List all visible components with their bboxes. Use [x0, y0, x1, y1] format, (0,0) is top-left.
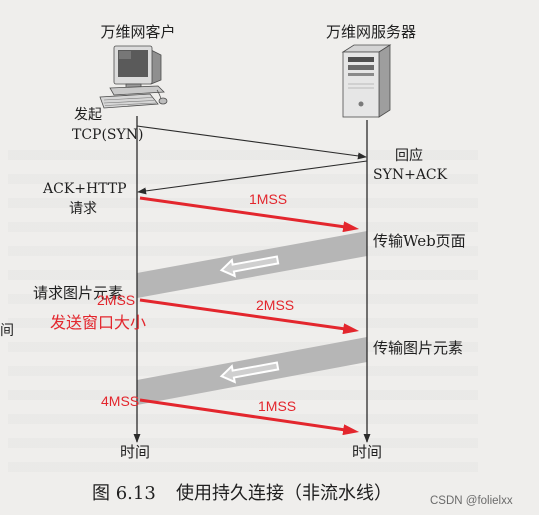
computer-case [109, 85, 165, 96]
monitor-back [150, 49, 162, 85]
window-size-value: 2MSS [97, 292, 135, 308]
image-request-label: 请求图片元素 [33, 284, 123, 302]
left-arrow-icon [219, 361, 280, 384]
figure-caption: 使用持久连接（非流水线） [176, 483, 392, 504]
drive-bay [348, 57, 374, 62]
first-segment-annotation: 1MSS [249, 191, 287, 207]
screen-glare [119, 51, 131, 59]
keyboard [99, 93, 159, 109]
keyboard-row [103, 100, 155, 104]
client-time-label: 时间 [120, 443, 150, 461]
mouse [158, 97, 168, 105]
first-segment-arrow [139, 196, 360, 233]
window-size-label: 发送窗口大小 [50, 314, 146, 332]
drive-bay [348, 65, 374, 70]
syn-ack-label-line1: 回应 [395, 147, 423, 164]
mouse-cable [156, 89, 162, 99]
syn-arrow [136, 125, 367, 160]
second-segment-arrow [139, 298, 360, 335]
syn-ack-arrow [137, 160, 368, 195]
server-time-label: 时间 [352, 443, 382, 461]
image-transfer-label: 传输图片元素 [373, 339, 463, 357]
web-page-transfer-label: 传输Web页面 [373, 232, 466, 250]
third-segment-arrow [139, 398, 360, 436]
left-arrow-icon [219, 255, 280, 278]
third-segment-annotation: 1MSS [258, 398, 296, 414]
server-title: 万维网服务器 [326, 23, 416, 41]
next-window-size-value: 4MSS [101, 393, 139, 409]
watermark: CSDN @folielxx [430, 495, 513, 507]
keyboard-row [103, 97, 153, 101]
desktop-computer-icon [99, 45, 168, 109]
keyboard-row [104, 102, 157, 106]
syn-label-line1: 发起 [74, 107, 102, 123]
syn-label-line2: TCP(SYN) [72, 127, 143, 143]
power-button [358, 101, 364, 107]
server-side [378, 44, 391, 118]
page-margin-fragment: 间 [0, 323, 14, 339]
server-tower-icon [341, 44, 392, 118]
second-segment-annotation: 2MSS [256, 297, 294, 313]
client-title: 万维网客户 [100, 23, 175, 41]
drive-bay [348, 73, 374, 76]
http-request-label-line2: 请求 [69, 201, 97, 217]
http-request-label-line1: ACK+HTTP [42, 181, 127, 197]
syn-ack-label-line2: SYN+ACK [373, 167, 448, 183]
figure-number: 图 6.13 [92, 483, 156, 504]
